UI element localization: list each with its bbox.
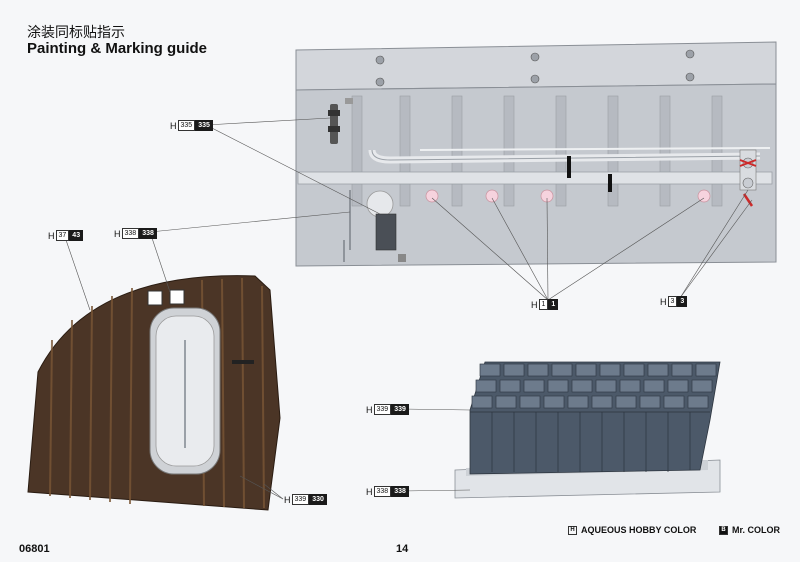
page-number: 14: [396, 543, 409, 555]
mr-color-code: 339: [391, 404, 409, 415]
callout-h: H: [114, 228, 121, 239]
callout-339: H 339 339: [366, 404, 409, 415]
callout-h: H: [284, 494, 291, 505]
callout-h: H: [660, 296, 667, 307]
mr-color-code: 3: [677, 296, 688, 307]
callout-338-bottom: H 338 338: [366, 486, 409, 497]
callout-h: H: [48, 230, 55, 241]
aqueous-code: 339: [291, 494, 310, 505]
aqueous-code: 335: [177, 120, 196, 131]
mr-color-legend-box: B: [719, 525, 728, 535]
bulkhead-panel-drawing: [295, 41, 777, 267]
mr-color-code: 335: [195, 120, 213, 131]
callout-3: H 3 3: [660, 296, 688, 307]
legend-mr-color: B Mr. COLOR: [719, 525, 780, 535]
aqueous-code: 339: [373, 404, 392, 415]
callout-1: H 1 1: [531, 299, 559, 310]
leader-lines: [65, 117, 753, 500]
product-code: 06801: [19, 543, 50, 555]
callout-h: H: [366, 486, 373, 497]
legend-aqueous: H AQUEOUS HOBBY COLOR: [568, 525, 696, 535]
aqueous-code: 37: [55, 230, 70, 241]
callout-h: H: [170, 120, 177, 131]
mr-color-code: 338: [139, 228, 157, 239]
aqueous-legend-label: AQUEOUS HOBBY COLOR: [581, 525, 697, 535]
mr-color-code: 1: [548, 299, 559, 310]
callout-330: H 339 330: [284, 494, 327, 505]
callout-338-top: H 338 338: [114, 228, 157, 239]
callout-335: H 335 335: [170, 120, 213, 131]
aqueous-code: 1: [538, 299, 549, 310]
aqueous-code: 338: [121, 228, 140, 239]
callout-h: H: [366, 404, 373, 415]
battery-block-drawing: [454, 361, 721, 499]
aqueous-legend-box: H: [568, 525, 577, 535]
wooden-bulkhead-drawing: [27, 275, 281, 511]
title-chinese: 涂装同标贴指示: [27, 25, 125, 41]
mr-color-legend-label: Mr. COLOR: [732, 525, 781, 535]
mr-color-code: 330: [309, 494, 327, 505]
mr-color-code: 43: [69, 230, 84, 241]
mr-color-code: 338: [391, 486, 409, 497]
aqueous-code: 3: [667, 296, 678, 307]
title-english: Painting & Marking guide: [27, 40, 208, 57]
aqueous-code: 338: [373, 486, 392, 497]
callout-h: H: [531, 299, 538, 310]
callout-43: H 37 43: [48, 230, 84, 241]
